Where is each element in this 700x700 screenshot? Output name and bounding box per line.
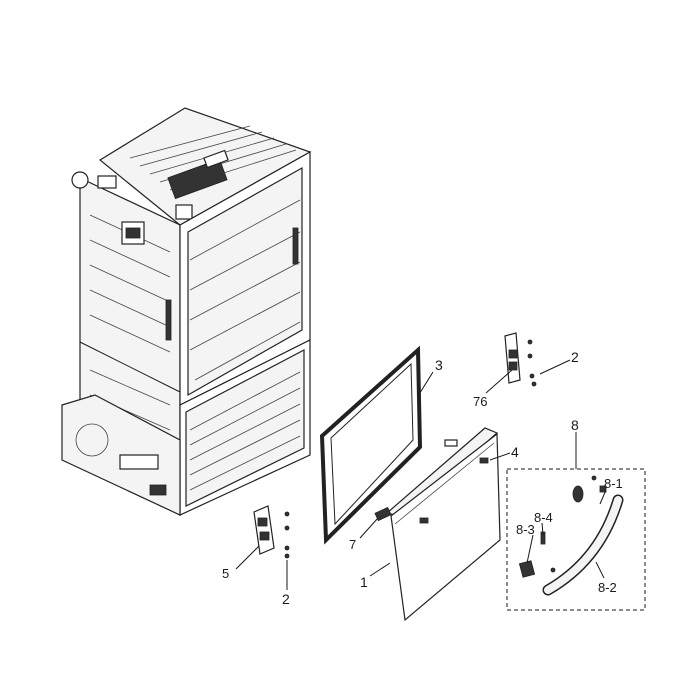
base-component [119, 454, 159, 470]
compressor [75, 423, 109, 457]
right-rail [504, 332, 537, 387]
lower-interior-ribs [189, 371, 301, 491]
left-rail-bracket [253, 505, 275, 555]
screw-icon [284, 545, 290, 551]
door-side-screw [479, 457, 489, 464]
door-logo [419, 517, 429, 524]
left-rail [253, 505, 290, 559]
door-handle-groove [394, 442, 495, 525]
callout-8-4: 8-4 [534, 510, 553, 525]
screw-icon [284, 553, 290, 559]
cabinet-mid-seam [79, 341, 181, 393]
screw-icon [527, 339, 533, 345]
handle-cap [599, 485, 607, 493]
handle-bar-outline [542, 494, 624, 596]
upper-right-latch [292, 227, 299, 265]
right-rail-hole-2 [508, 361, 518, 371]
callout-8: 8 [571, 417, 579, 433]
screw-icon [550, 567, 556, 573]
callout-8-1: 8-1 [604, 476, 623, 491]
screw-icon [529, 373, 535, 379]
left-rail-hole-1 [257, 517, 268, 527]
upper-compartment-interior [187, 166, 303, 397]
screw-icon [284, 525, 290, 531]
callout-5: 5 [222, 566, 229, 581]
callout-76: 76 [473, 394, 487, 409]
door-gasket [319, 345, 423, 545]
door-top-clip [444, 439, 458, 447]
callout-8-3: 8-3 [516, 522, 535, 537]
callout-1: 1 [360, 574, 368, 590]
screw-icon [591, 475, 597, 481]
screw-icon [531, 381, 537, 387]
handle-bar [544, 496, 622, 594]
top-right-bracket [175, 204, 193, 220]
upper-interior-ribs [189, 199, 301, 381]
screw-icon [284, 511, 290, 517]
callout-2-right: 2 [571, 349, 579, 365]
top-left-bracket [97, 175, 117, 189]
door-front-panel [390, 432, 501, 622]
screw-icon [527, 353, 533, 359]
right-rail-hole-1 [508, 349, 518, 359]
top-hinge-fitting [71, 171, 89, 189]
handle-mount-bracket [518, 560, 536, 578]
gasket-inner [330, 362, 414, 526]
control-board-cover [203, 149, 229, 169]
side-connector [125, 227, 141, 239]
refrigerator-cabinet [61, 107, 312, 516]
drawer-door [385, 427, 501, 622]
base-connector [149, 484, 167, 496]
handle-insert [572, 485, 584, 503]
callout-4: 4 [511, 444, 519, 460]
left-latch [165, 299, 172, 341]
leader-lines [235, 359, 607, 590]
callout-8-2: 8-2 [598, 580, 617, 595]
lower-compartment-interior [185, 349, 305, 507]
control-board [167, 158, 228, 200]
callout-7: 7 [349, 537, 356, 552]
callout-2-left: 2 [282, 591, 290, 607]
clip-part-7 [374, 506, 392, 522]
callout-3: 3 [435, 357, 443, 373]
left-rail-hole-2 [259, 531, 270, 541]
handle-assembly [506, 468, 646, 611]
